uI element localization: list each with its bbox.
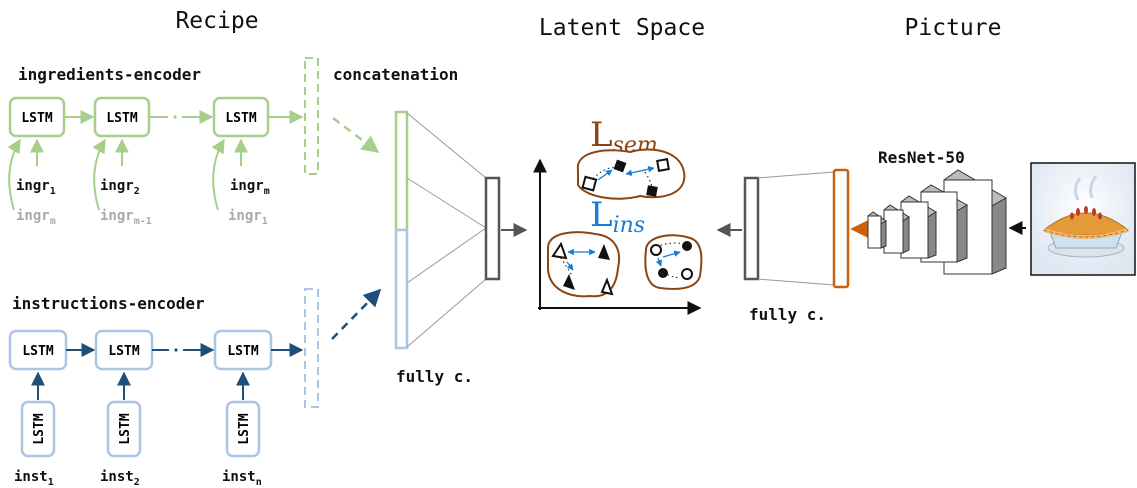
- resnet-label: ResNet-50: [878, 148, 965, 167]
- latent-space-plot: Lsem Lins: [533, 115, 703, 315]
- ingredients-encoder-title: ingredients-encoder: [18, 65, 201, 84]
- semantic-cluster-right: [644, 234, 703, 290]
- concatenation-label: concatenation: [333, 65, 458, 84]
- instance-marker: [581, 175, 598, 192]
- reverse-arrow: [211, 138, 225, 211]
- instance-marker: [658, 268, 668, 278]
- section-title-recipe: Recipe: [175, 8, 258, 34]
- instructions-lstm-chain: LSTM LSTM LSTM LSTM LSTM LSTM: [8, 329, 304, 458]
- instance-pull-arrow: [662, 250, 681, 258]
- reverse-arrow: [92, 138, 106, 211]
- instance-marker: [646, 185, 658, 197]
- lstm-label: LSTM: [106, 111, 137, 126]
- instance-marker: [551, 241, 568, 260]
- reverse-input-1: ingr1: [228, 208, 268, 227]
- recipe-fc-label: fully c.: [396, 367, 473, 386]
- recipe-embedding-vector: [484, 176, 501, 281]
- image-fc-label: fully c.: [749, 305, 826, 324]
- lstm-label: LSTM: [32, 413, 47, 444]
- semantic-cluster-left: [547, 231, 620, 298]
- instance-pull-arrow: [655, 257, 662, 267]
- sentence-lstm-cell: [106, 400, 142, 458]
- resnet-feature-vector: [832, 168, 850, 289]
- instruction-input-n: instn: [222, 469, 262, 488]
- instance-marker: [682, 241, 692, 251]
- lstm-label: LSTM: [237, 413, 252, 444]
- instructions-encoder-title: instructions-encoder: [12, 294, 205, 313]
- instance-marker: [656, 158, 670, 172]
- instance-marker: [600, 277, 614, 296]
- instance-pull-arrow: [566, 261, 574, 271]
- ingredient-input-1: ingr1: [16, 178, 56, 197]
- reverse-arrow: [7, 138, 21, 211]
- lstm-label: LSTM: [21, 111, 52, 126]
- image-fully-connected: [716, 168, 868, 289]
- reverse-input-m-1: ingrm-1: [100, 208, 152, 227]
- lstm-label: LSTM: [108, 344, 139, 359]
- instance-marker: [613, 159, 627, 173]
- instance-pull-arrow: [597, 169, 613, 181]
- instruction-input-1: inst1: [14, 469, 54, 488]
- instance-loss-label: Lins: [590, 195, 645, 238]
- lstm-label: LSTM: [118, 413, 133, 444]
- ellipsis-dot: [173, 115, 177, 119]
- concat-vector-instructions: [394, 228, 409, 350]
- ingredient-input-m: ingrm: [230, 178, 270, 197]
- instructions-embedding: [304, 288, 319, 408]
- instance-marker: [598, 244, 610, 260]
- ingredients-to-concat-arrow: [332, 117, 380, 154]
- instance-marker: [650, 244, 662, 256]
- instance-marker: [563, 274, 575, 290]
- instructions-to-concat-arrow: [331, 288, 382, 340]
- lstm-label: LSTM: [22, 344, 53, 359]
- section-title-picture: Picture: [905, 15, 1002, 41]
- section-title-latent-space: Latent Space: [539, 15, 705, 41]
- pie-image: [1030, 162, 1136, 276]
- lstm-label: LSTM: [227, 344, 258, 359]
- sentence-lstm-cell: [225, 400, 261, 458]
- recipe-fully-connected: [394, 110, 528, 350]
- instance-marker: [681, 268, 693, 280]
- lstm-label: LSTM: [225, 111, 256, 126]
- ingredient-input-2: ingr2: [100, 178, 140, 197]
- image-embedding-vector: [743, 176, 760, 281]
- sentence-lstm-cell: [20, 400, 56, 458]
- ingredients-lstm-chain: LSTM LSTM LSTM: [7, 96, 304, 211]
- resnet-stack: [867, 169, 1007, 275]
- instruction-input-2: inst2: [100, 469, 140, 488]
- concat-vector-ingredients: [394, 110, 409, 232]
- ellipsis-dot: [174, 348, 178, 352]
- reverse-input-m: ingrm: [16, 208, 56, 227]
- instance-pull-arrow: [625, 166, 655, 176]
- ingredients-embedding: [304, 57, 319, 175]
